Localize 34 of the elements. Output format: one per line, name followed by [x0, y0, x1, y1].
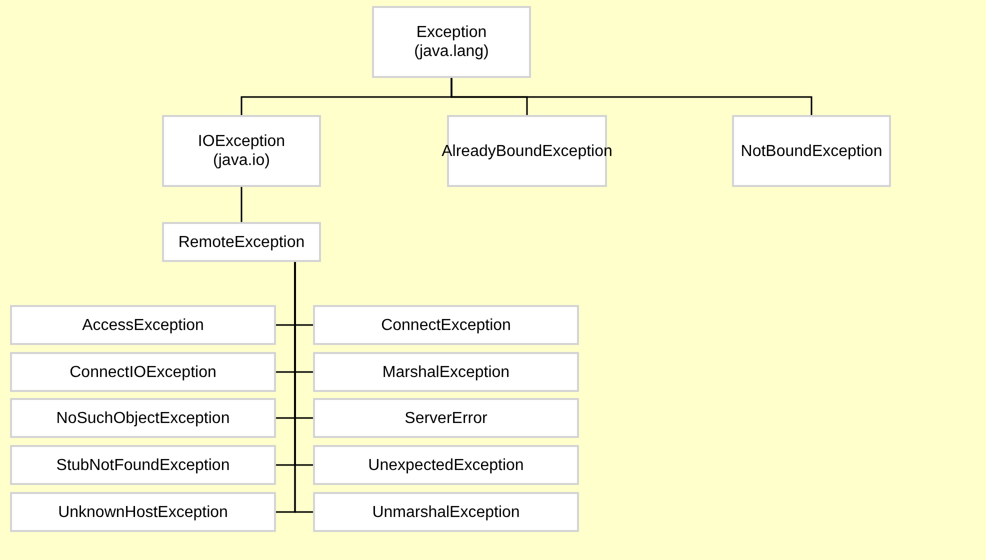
class-box: [10, 305, 276, 345]
class-name: NoSuchObjectException: [56, 408, 230, 428]
class-name: UnmarshalException: [372, 502, 520, 522]
class-box: [732, 115, 891, 187]
class-box: [313, 492, 579, 532]
class-name: (java.lang): [414, 42, 489, 61]
connector-line: [450, 78, 812, 115]
class-box: [162, 115, 321, 187]
class-box: [10, 352, 276, 392]
class-box: [313, 445, 579, 485]
class-box: [313, 398, 579, 438]
class-box: [10, 492, 276, 532]
class-name: ConnectIOException: [70, 362, 216, 382]
connector-line: [240, 187, 242, 222]
class-box: [313, 305, 579, 345]
class-name: AlreadyBoundException: [442, 142, 612, 160]
class-box: [10, 445, 276, 485]
class-box: [313, 352, 579, 392]
class-name: Exception: [416, 23, 487, 42]
class-name: MarshalException: [382, 362, 510, 382]
class-name: ConnectException: [381, 316, 511, 334]
class-name: IOException: [198, 132, 286, 151]
class-name: RemoteException: [178, 232, 305, 252]
class-box: [162, 222, 321, 262]
class-box: [10, 398, 276, 438]
class-name: ServerError: [404, 408, 488, 428]
class-name: AccessException: [82, 316, 204, 334]
class-box: [372, 6, 531, 78]
class-name: NotBoundException: [740, 142, 882, 160]
class-name: StubNotFoundException: [56, 456, 230, 474]
connector-line: [294, 262, 313, 513]
class-name: (java.io): [213, 151, 270, 170]
class-name: UnknownHostException: [58, 502, 228, 522]
class-name: UnexpectedException: [368, 456, 524, 474]
